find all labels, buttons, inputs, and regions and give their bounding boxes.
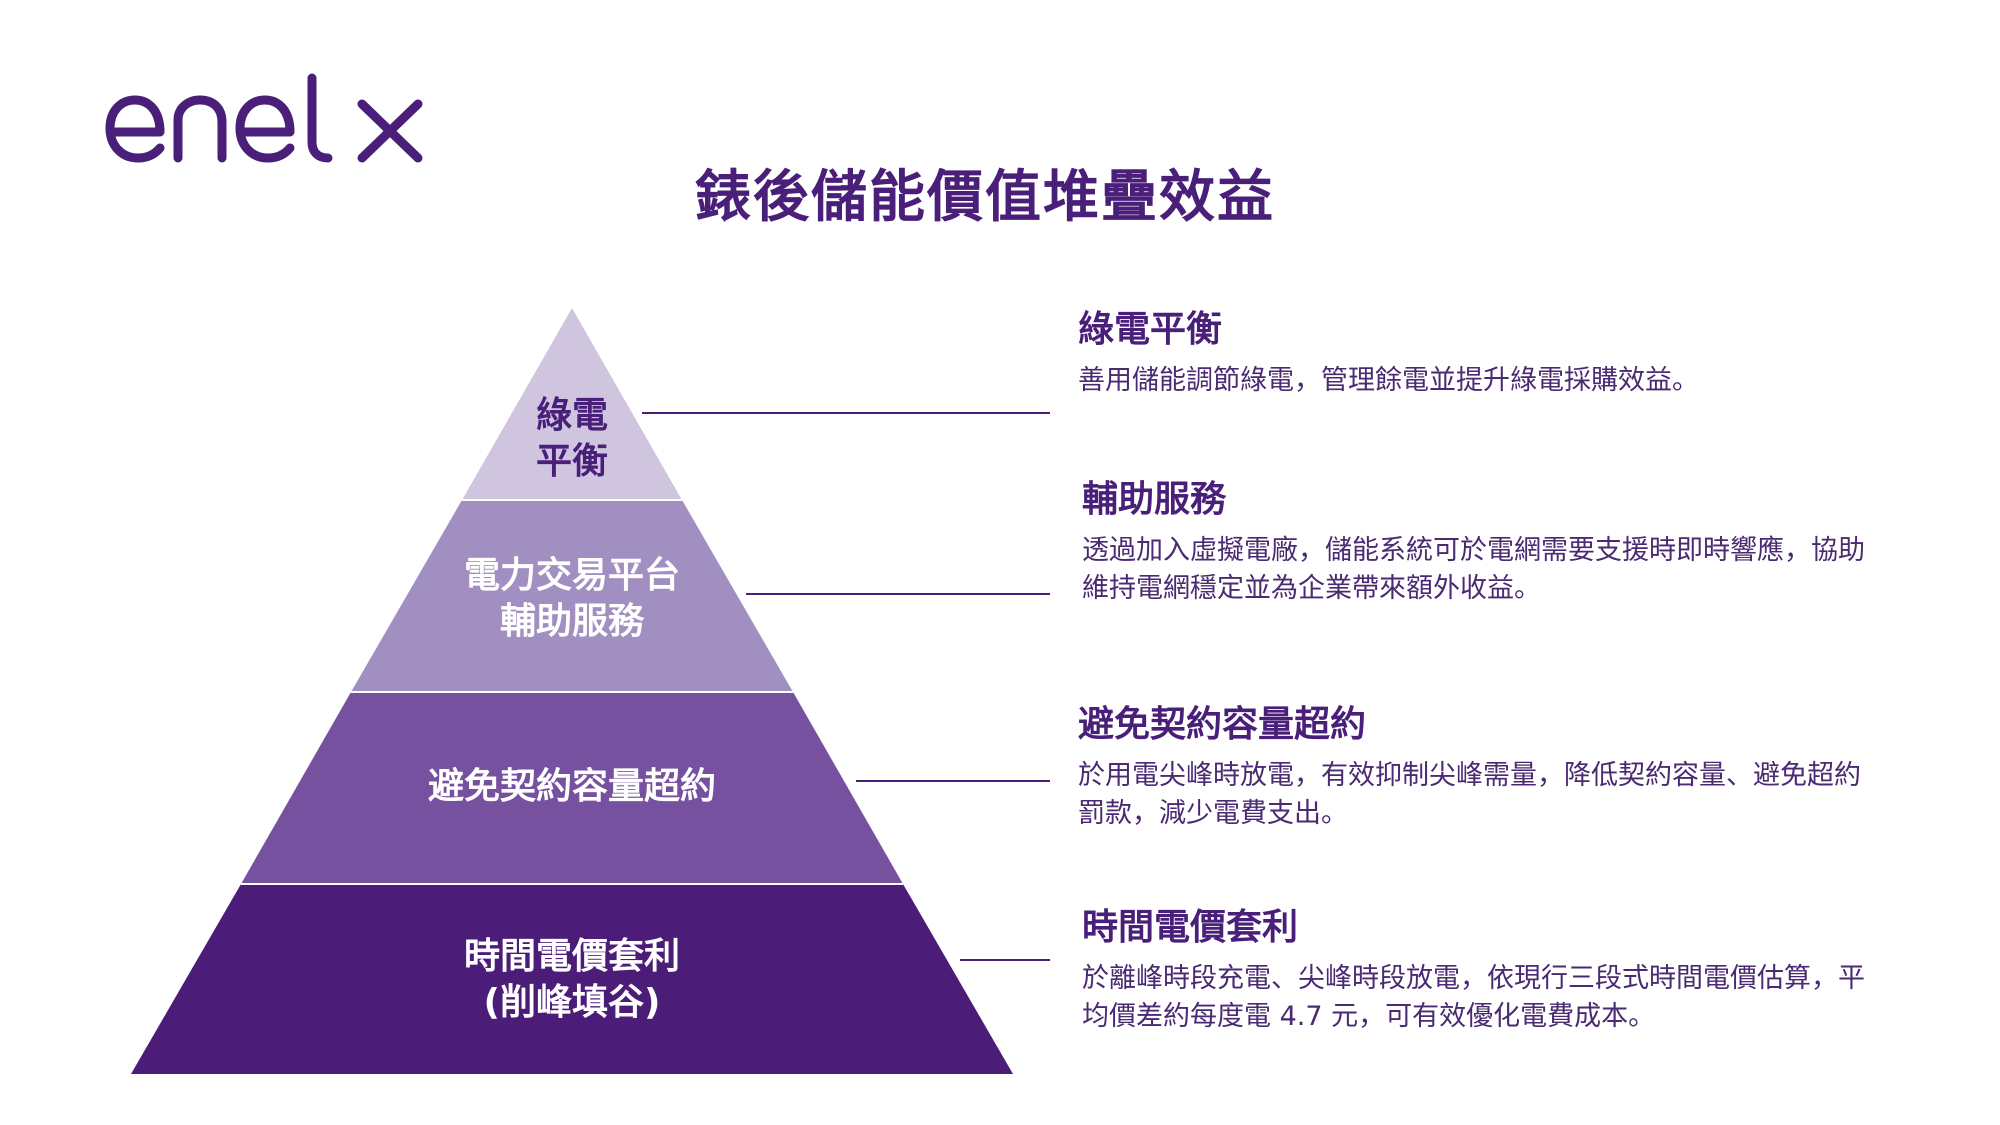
benefit-heading: 時間電價套利 bbox=[1082, 907, 1299, 948]
pyramid-tier-ancillary-services bbox=[351, 500, 793, 692]
benefit-ancillary-services: 輔助服務 透過加入虛擬電廠，儲能系統可於電網需要支援時即時響應，協助維持電網穩定… bbox=[1082, 478, 1882, 608]
benefit-heading: 輔助服務 bbox=[1082, 479, 1227, 520]
benefit-description: 於用電尖峰時放電，有效抑制尖峰需量，降低契約容量、避免超約罰款，減少電費支出。 bbox=[1078, 760, 1861, 829]
benefit-heading: 綠電平衡 bbox=[1078, 309, 1223, 350]
pyramid-label-line: 平衡 bbox=[535, 441, 609, 482]
pyramid-label-green-power-balance: 綠電 平衡 bbox=[536, 393, 608, 485]
benefit-heading: 避免契約容量超約 bbox=[1078, 704, 1367, 745]
benefit-green-power-balance: 綠電平衡 善用儲能調節綠電，管理餘電並提升綠電採購效益。 bbox=[1078, 308, 1878, 400]
benefit-description: 於離峰時段充電、尖峰時段放電，依現行三段式時間電價估算，平均價差約每度電 4.7… bbox=[1082, 963, 1865, 1032]
enel-x-logo bbox=[105, 73, 423, 163]
pyramid-tier-green-power-balance bbox=[462, 308, 682, 500]
pyramid-label-line: (削峰填谷) bbox=[483, 982, 661, 1023]
pyramid-label-line: 時間電價套利 bbox=[463, 936, 681, 977]
benefit-contract-capacity: 避免契約容量超約 於用電尖峰時放電，有效抑制尖峰需量，降低契約容量、避免超約罰款… bbox=[1078, 703, 1878, 833]
pyramid-label-ancillary-services: 電力交易平台 輔助服務 bbox=[464, 553, 680, 645]
pyramid-tier-tou-arbitrage bbox=[131, 884, 1013, 1074]
pyramid-label-line: 避免契約容量超約 bbox=[427, 766, 717, 807]
pyramid-label-tou-arbitrage: 時間電價套利 (削峰填谷) bbox=[464, 934, 680, 1026]
pyramid-label-line: 綠電 bbox=[535, 395, 609, 436]
pyramid-tier-contract-capacity bbox=[241, 692, 903, 884]
pyramid-label-contract-capacity: 避免契約容量超約 bbox=[428, 764, 716, 810]
pyramid-label-line: 電力交易平台 bbox=[463, 555, 681, 596]
benefit-tou-arbitrage: 時間電價套利 於離峰時段充電、尖峰時段放電，依現行三段式時間電價估算，平均價差約… bbox=[1082, 906, 1882, 1036]
benefit-description: 透過加入虛擬電廠，儲能系統可於電網需要支援時即時響應，協助維持電網穩定並為企業帶… bbox=[1082, 535, 1865, 604]
pyramid-label-line: 輔助服務 bbox=[499, 601, 645, 642]
page-title: 錶後儲能價值堆疊效益 bbox=[695, 165, 1275, 230]
benefit-description: 善用儲能調節綠電，管理餘電並提升綠電採購效益。 bbox=[1078, 365, 1699, 396]
